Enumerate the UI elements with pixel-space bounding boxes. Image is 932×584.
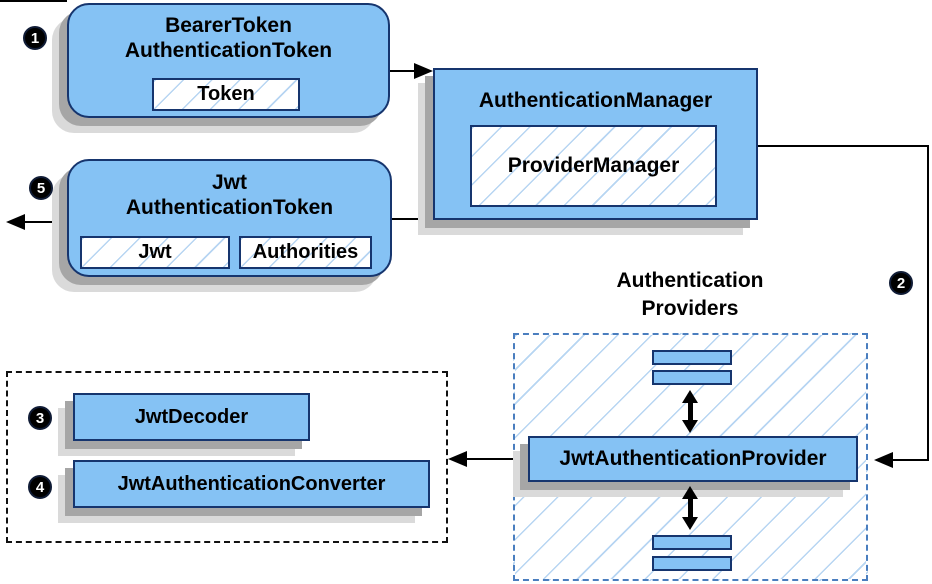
jwt-token-title: Jwt AuthenticationToken — [69, 170, 390, 220]
bearer-token-title-line1: BearerToken — [165, 14, 292, 37]
jwt-token-title-line2: AuthenticationToken — [125, 196, 334, 219]
bearer-token-title-line2: AuthenticationToken — [124, 39, 333, 62]
jwt-authentication-provider-node: JwtAuthenticationProvider — [528, 436, 858, 482]
bearer-token-title: BearerToken AuthenticationToken — [69, 13, 388, 63]
jwt-authentication-converter-label: JwtAuthenticationConverter — [117, 472, 386, 495]
arrowhead-left-icon — [6, 214, 25, 230]
authentication-manager-title: AuthenticationManager — [478, 89, 713, 112]
jwt-field: Jwt — [80, 236, 230, 269]
jwt-processing-group — [6, 371, 448, 543]
authentication-providers-label-line1: Authentication — [616, 269, 764, 292]
jwt-authentication-provider-label: JwtAuthenticationProvider — [559, 447, 827, 470]
jwt-field-label: Jwt — [138, 241, 172, 263]
token-field-label: Token — [197, 83, 255, 105]
connector-request-in — [0, 0, 67, 2]
token-field: Token — [152, 78, 300, 111]
provider-manager-field-label: ProviderManager — [507, 154, 680, 177]
step-2-badge: 2 — [889, 271, 913, 295]
authorities-field-label: Authorities — [252, 241, 359, 263]
authentication-manager-node: AuthenticationManager ProviderManager — [433, 68, 758, 220]
step-4-badge: 4 — [28, 475, 52, 499]
jwt-authentication-token-node: Jwt AuthenticationToken Jwt Authorities — [67, 159, 392, 277]
connector-provider-to-decoder-group — [466, 458, 528, 460]
provider-stack-bar — [652, 350, 732, 365]
arrowhead-right-icon — [414, 63, 433, 79]
step-1-badge: 1 — [23, 26, 47, 50]
jwt-decoder-node: JwtDecoder — [73, 393, 310, 441]
jwt-decoder-label: JwtDecoder — [134, 405, 249, 428]
arrowhead-left-icon — [448, 451, 467, 467]
provider-stack-bar — [652, 556, 732, 571]
provider-manager-field: ProviderManager — [470, 125, 717, 207]
authorities-field: Authorities — [239, 236, 372, 269]
connector-manager-to-jwt-token — [392, 218, 433, 220]
double-arrow-icon — [682, 486, 698, 530]
provider-stack-bar — [652, 535, 732, 550]
provider-stack-bar — [652, 370, 732, 385]
connector-manager-to-provider-side — [927, 145, 929, 461]
double-arrow-icon — [682, 390, 698, 433]
connector-response-out — [24, 221, 67, 223]
step-5-badge: 5 — [29, 176, 53, 200]
connector-manager-to-provider-bottom — [893, 459, 929, 461]
jwt-authentication-converter-node: JwtAuthenticationConverter — [73, 460, 430, 508]
arrowhead-left-icon — [874, 452, 893, 468]
bearer-token-authentication-token-node: BearerToken AuthenticationToken Token — [67, 3, 390, 118]
authentication-providers-label-line2: Providers — [641, 297, 739, 320]
authentication-providers-label: Authentication Providers — [557, 267, 823, 323]
step-3-badge: 3 — [28, 406, 52, 430]
connector-manager-to-provider-top — [758, 145, 929, 147]
connector-token-to-manager — [390, 70, 418, 72]
jwt-token-title-line1: Jwt — [211, 171, 247, 194]
